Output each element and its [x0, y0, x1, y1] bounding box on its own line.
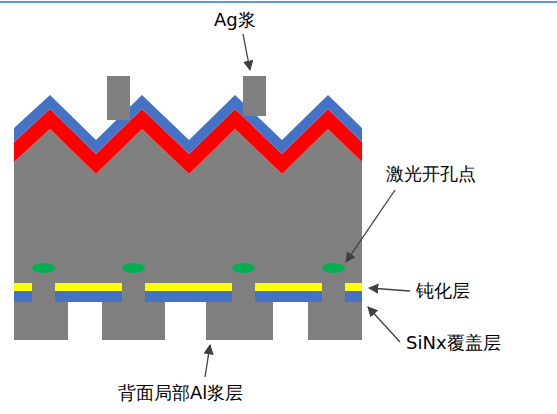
- laser-opening: [322, 268, 345, 304]
- local-bsf: [232, 263, 255, 273]
- leader-arrow: [346, 190, 395, 262]
- local-bsf: [122, 263, 145, 273]
- local-bsf: [322, 263, 345, 273]
- back-al-block: [102, 302, 165, 340]
- leader-arrow: [205, 345, 210, 377]
- top-border: [0, 1, 557, 3]
- laser-opening: [232, 268, 255, 304]
- ag-finger: [243, 76, 266, 116]
- laser-opening: [122, 268, 145, 304]
- front-sinx-layer: [14, 95, 362, 154]
- leader-arrow: [243, 34, 250, 70]
- sinx-capping-layer: [14, 291, 362, 302]
- laser-opening: [32, 268, 55, 304]
- passivation-layer: [14, 283, 362, 291]
- layer-label: 钝化层: [416, 280, 470, 302]
- leader-arrow: [369, 288, 410, 291]
- hole-label: 激光开孔点: [386, 163, 476, 185]
- back-al-block: [206, 302, 273, 340]
- local-bsf: [32, 263, 55, 273]
- back-al-block: [308, 302, 362, 340]
- ag-finger: [107, 76, 130, 120]
- layer-label: SiNx覆盖层: [406, 332, 501, 354]
- paste-label: Ag浆: [214, 9, 256, 31]
- leader-arrow: [368, 307, 400, 342]
- layer-label: 背面局部Al浆层: [118, 382, 243, 404]
- back-al-block: [14, 302, 68, 340]
